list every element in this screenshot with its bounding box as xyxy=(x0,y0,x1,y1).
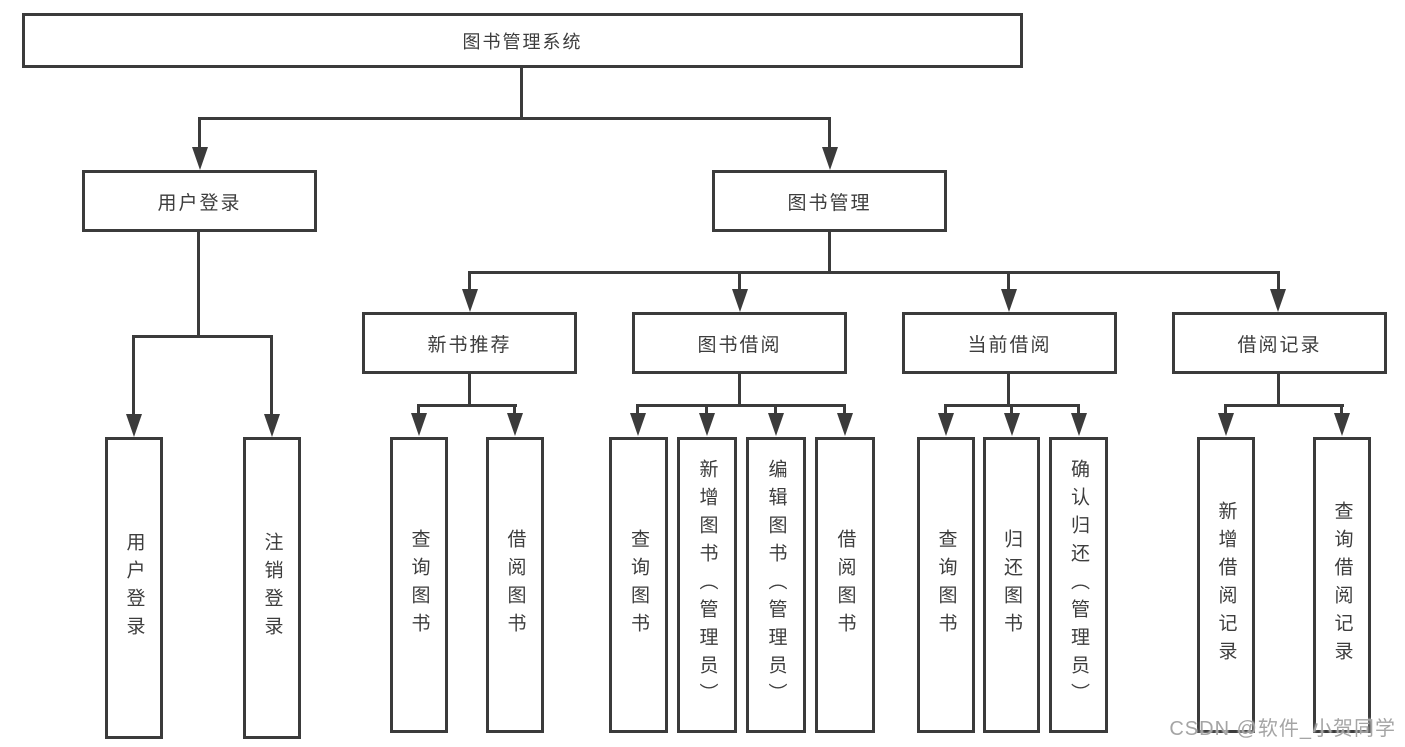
leaf-newbooks-borrow: 借阅图书 xyxy=(486,437,544,733)
leaf-newbooks-query: 查询图书 xyxy=(390,437,448,733)
edge-current-confirm-arrowhead xyxy=(1071,413,1087,436)
edge-book-borrow-arrowhead xyxy=(732,289,748,312)
leaf-borrow-query: 查询图书 xyxy=(609,437,668,733)
leaf-current-query-label: 查询图书 xyxy=(935,529,957,641)
leaf-borrow-add-label: 新增图书（管理员） xyxy=(696,459,718,711)
edge-borrow-add-arrowhead xyxy=(699,413,715,436)
edge-user-login-stem xyxy=(197,232,200,338)
edge-current-query-drop xyxy=(944,404,947,416)
node-borrow-records-label: 借阅记录 xyxy=(1237,334,1322,356)
leaf-user-login: 用户登录 xyxy=(105,437,163,739)
edge-current-query-arrowhead xyxy=(938,413,954,436)
node-user-login-label: 用户登录 xyxy=(157,192,242,214)
node-book-mgmt: 图书管理 xyxy=(712,170,947,232)
edge-records-add-drop xyxy=(1224,404,1227,416)
edge-new-books-drop xyxy=(468,271,471,292)
node-book-borrow-label: 图书借阅 xyxy=(697,334,782,356)
leaf-current-return: 归还图书 xyxy=(983,437,1040,733)
leaf-records-query-label: 查询借阅记录 xyxy=(1331,501,1353,669)
edge-current-borrow-drop xyxy=(1007,271,1010,292)
edge-book-mgmt-drop xyxy=(828,117,831,151)
leaf-borrow-edit-label: 编辑图书（管理员） xyxy=(765,459,787,711)
leaf-logout-label: 注销登录 xyxy=(261,532,283,644)
node-borrow-records: 借阅记录 xyxy=(1172,312,1387,374)
node-root: 图书管理系统 xyxy=(22,13,1023,68)
edge-new-books-rail xyxy=(417,404,517,407)
leaf-records-add: 新增借阅记录 xyxy=(1197,437,1255,733)
edge-borrow-edit-arrowhead xyxy=(768,413,784,436)
edge-leaf-user-login-drop xyxy=(132,335,135,416)
leaf-user-login-label: 用户登录 xyxy=(123,532,145,644)
leaf-current-return-label: 归还图书 xyxy=(1001,529,1022,641)
edge-borrow-borrow-arrowhead xyxy=(837,413,853,436)
edge-borrow-records-stem xyxy=(1277,374,1280,407)
leaf-current-confirm-label: 确认归还（管理员） xyxy=(1068,459,1089,711)
edge-book-borrow-stem xyxy=(738,374,741,407)
edge-root-rail xyxy=(198,117,831,120)
leaf-current-query: 查询图书 xyxy=(917,437,975,733)
edge-borrow-query-arrowhead xyxy=(630,413,646,436)
edge-new-books-arrowhead xyxy=(462,289,478,312)
edge-book-borrow-drop xyxy=(738,271,741,292)
edge-borrow-records-rail xyxy=(1224,404,1344,407)
leaf-records-add-label: 新增借阅记录 xyxy=(1215,501,1237,669)
leaf-current-confirm: 确认归还（管理员） xyxy=(1049,437,1108,733)
edge-root-stem xyxy=(520,68,523,119)
node-root-label: 图书管理系统 xyxy=(462,31,583,52)
edge-newbooks-query-arrowhead xyxy=(411,413,427,436)
edge-book-borrow-rail xyxy=(636,404,846,407)
node-current-borrow: 当前借阅 xyxy=(902,312,1117,374)
edge-current-confirm-drop xyxy=(1077,404,1080,416)
leaf-borrow-borrow: 借阅图书 xyxy=(815,437,875,733)
edge-level3-rail xyxy=(468,271,1280,274)
leaf-borrow-add: 新增图书（管理员） xyxy=(677,437,737,733)
edge-newbooks-borrow-arrowhead xyxy=(507,413,523,436)
edge-user-login-arrowhead xyxy=(192,147,208,170)
node-current-borrow-label: 当前借阅 xyxy=(967,334,1052,356)
edge-user-login-drop xyxy=(198,117,201,151)
edge-leaf-user-login-arrowhead xyxy=(126,414,142,437)
node-new-books-label: 新书推荐 xyxy=(427,334,512,356)
edge-new-books-stem xyxy=(468,374,471,407)
node-user-login: 用户登录 xyxy=(82,170,317,232)
edge-leaf-logout-arrowhead xyxy=(264,414,280,437)
leaf-borrow-edit: 编辑图书（管理员） xyxy=(746,437,806,733)
edge-current-return-arrowhead xyxy=(1004,413,1020,436)
edge-current-borrow-stem xyxy=(1007,374,1010,407)
edge-records-query-drop xyxy=(1340,404,1343,416)
leaf-records-query: 查询借阅记录 xyxy=(1313,437,1371,733)
edge-borrow-borrow-drop xyxy=(843,404,846,416)
edge-borrow-records-drop xyxy=(1277,271,1280,292)
edge-newbooks-query-drop xyxy=(417,404,420,416)
edge-user-login-rail xyxy=(132,335,273,338)
edge-current-borrow-arrowhead xyxy=(1001,289,1017,312)
edge-book-mgmt-stem xyxy=(828,232,831,274)
edge-newbooks-borrow-drop xyxy=(513,404,516,416)
leaf-newbooks-query-label: 查询图书 xyxy=(408,529,430,641)
edge-borrow-edit-drop xyxy=(774,404,777,416)
node-book-mgmt-label: 图书管理 xyxy=(787,192,872,214)
edge-borrow-add-drop xyxy=(705,404,708,416)
node-book-borrow: 图书借阅 xyxy=(632,312,847,374)
edge-borrow-records-arrowhead xyxy=(1270,289,1286,312)
leaf-borrow-borrow-label: 借阅图书 xyxy=(834,529,856,641)
leaf-borrow-query-label: 查询图书 xyxy=(628,529,649,641)
edge-records-add-arrowhead xyxy=(1218,413,1234,436)
leaf-newbooks-borrow-label: 借阅图书 xyxy=(504,529,526,641)
edge-leaf-logout-drop xyxy=(270,335,273,416)
edge-borrow-query-drop xyxy=(636,404,639,416)
edge-records-query-arrowhead xyxy=(1334,413,1350,436)
csdn-watermark: CSDN @软件_小贺同学 xyxy=(1169,718,1396,740)
edge-book-mgmt-arrowhead xyxy=(822,147,838,170)
leaf-logout: 注销登录 xyxy=(243,437,301,739)
edge-current-return-drop xyxy=(1010,404,1013,416)
node-new-books: 新书推荐 xyxy=(362,312,577,374)
